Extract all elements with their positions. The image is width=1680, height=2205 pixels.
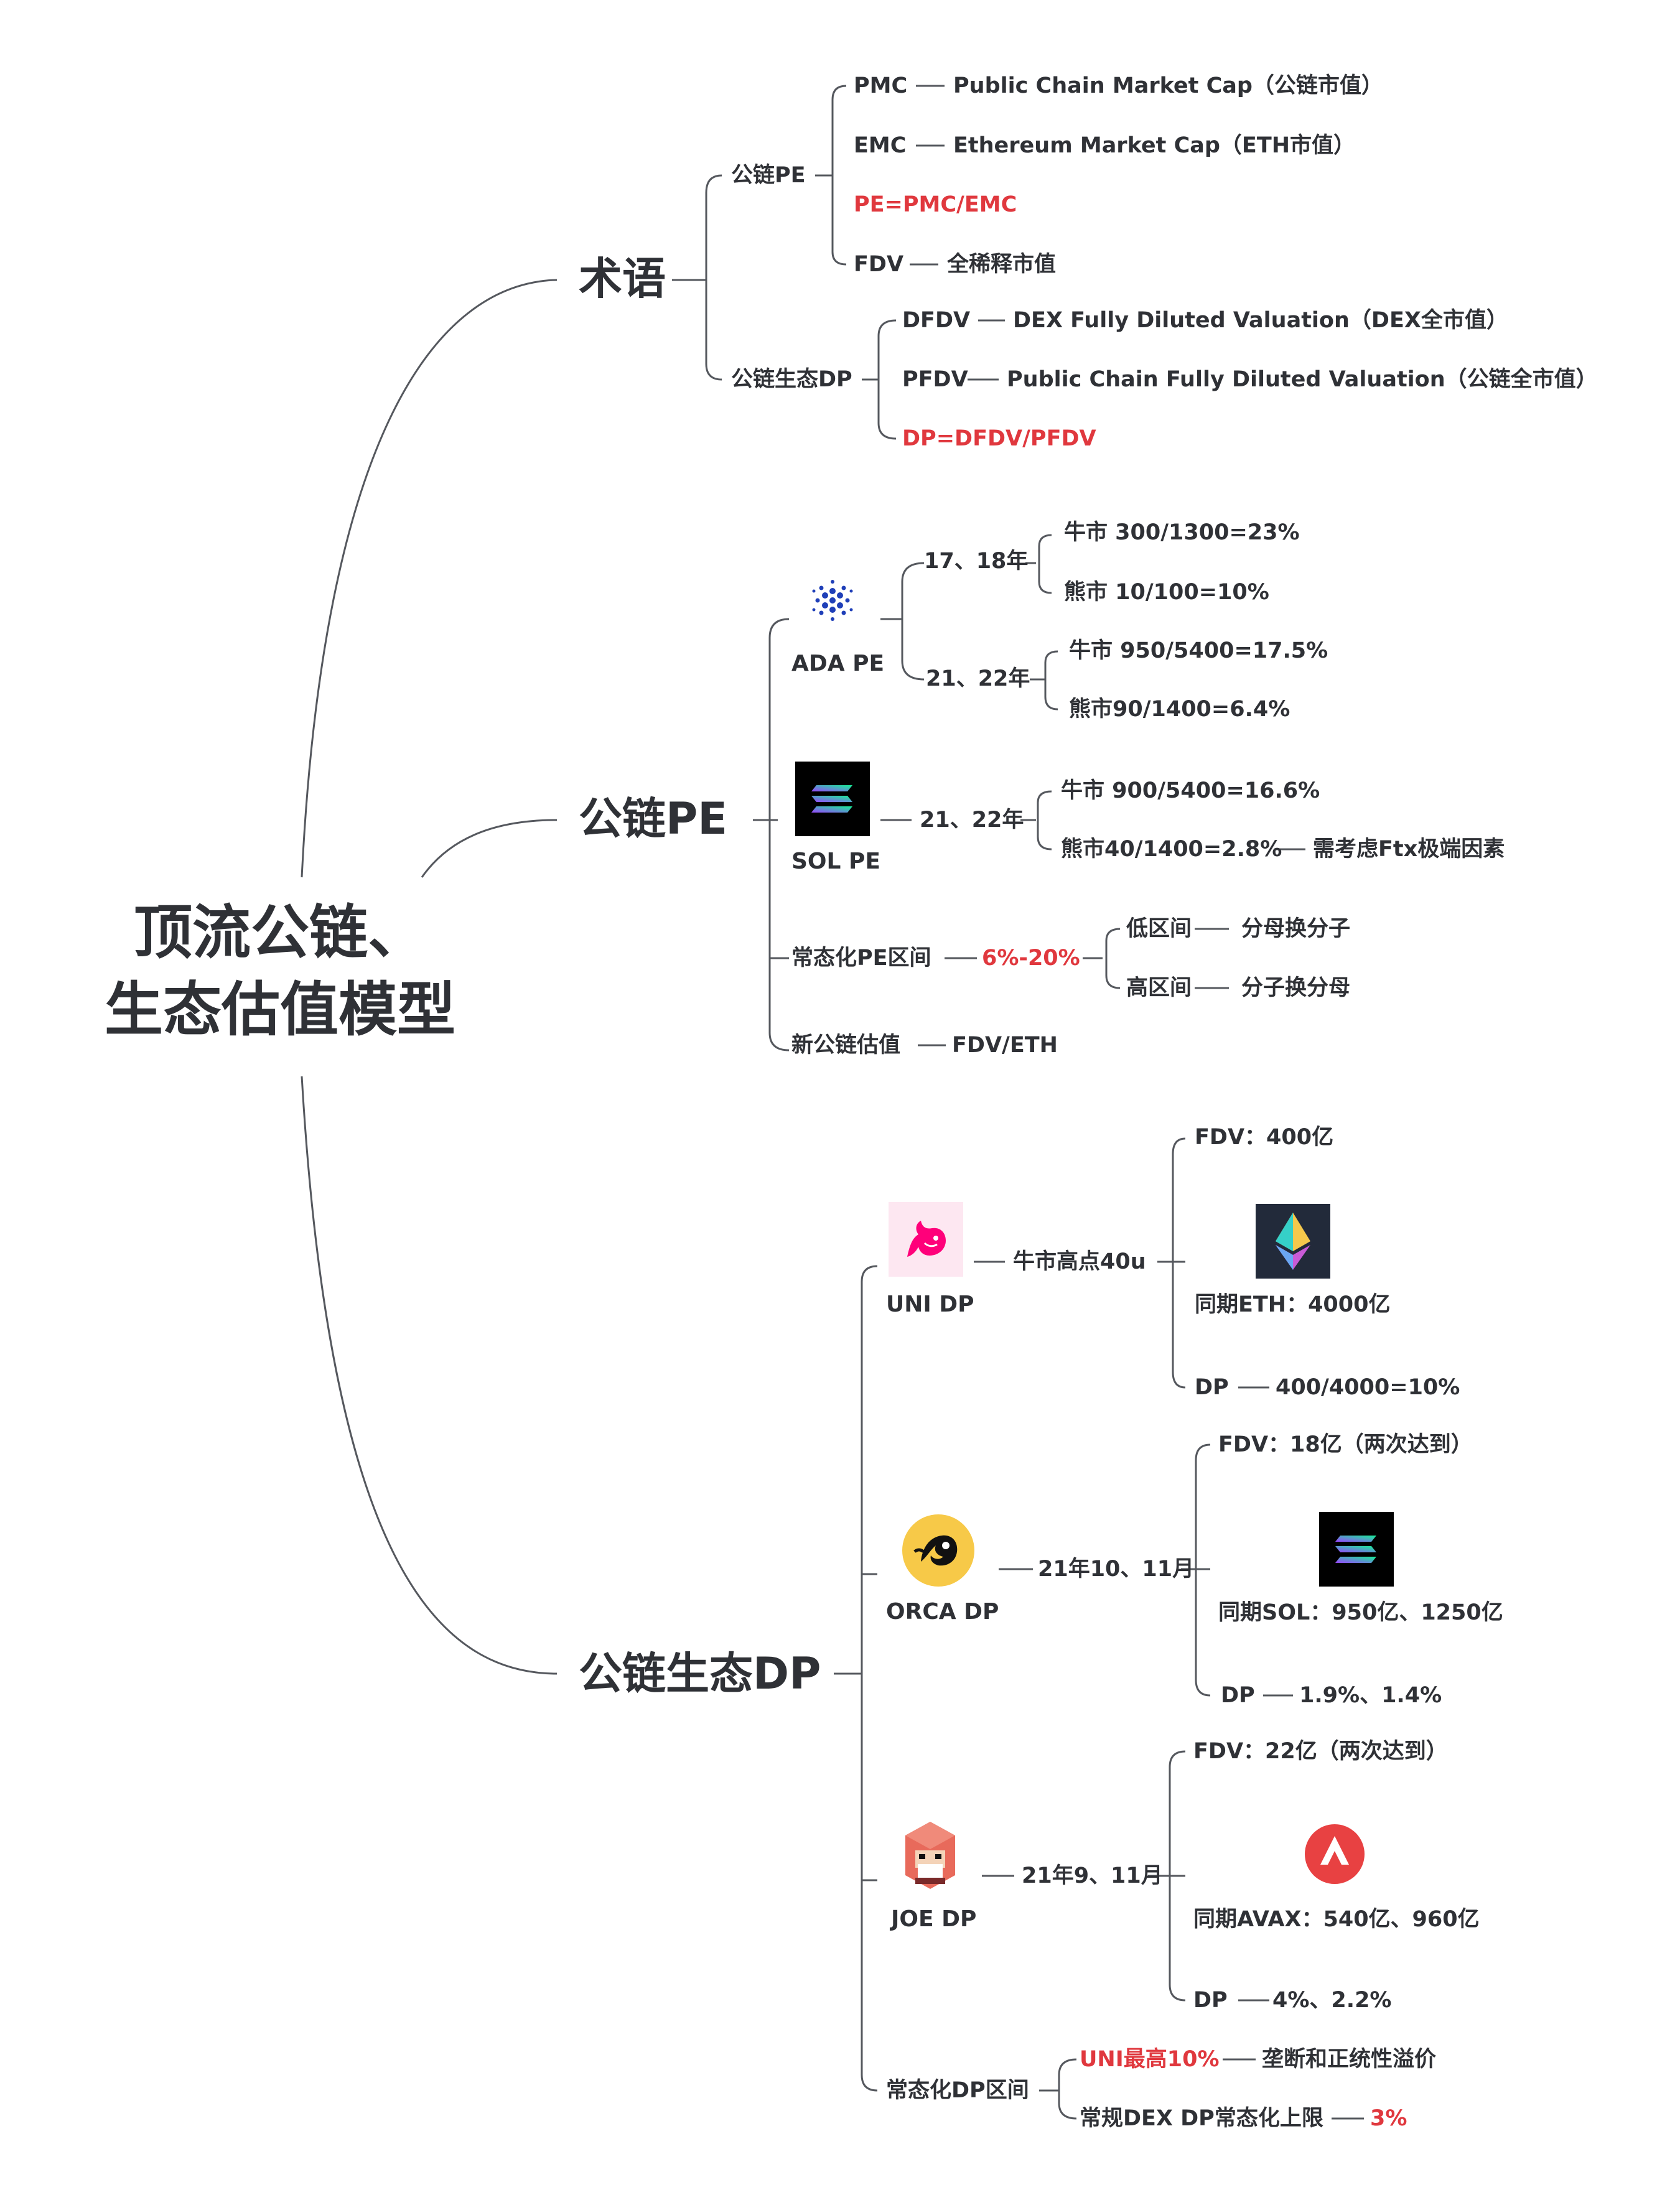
root-title-line1: 顶流公链、 bbox=[133, 899, 426, 967]
dex-cap-val: 3% bbox=[1370, 2106, 1407, 2131]
low-range-desc: 分母换分子 bbox=[1241, 916, 1351, 941]
orca-dp-label: ORCA DP bbox=[886, 1599, 999, 1625]
emc-desc: Ethereum Market Cap（ETH市值） bbox=[953, 133, 1355, 158]
joe-dp-label: JOE DP bbox=[891, 1906, 977, 1932]
orca-dp-key: DP bbox=[1221, 1683, 1255, 1708]
fdv-desc: 全稀释市值 bbox=[947, 252, 1057, 277]
fdv-key: FDV bbox=[854, 252, 904, 277]
sol-bull: 牛市 900/5400=16.6% bbox=[1061, 778, 1320, 803]
dfdv-desc: DEX Fully Diluted Valuation（DEX全市值） bbox=[1013, 308, 1508, 333]
cardano-icon bbox=[795, 563, 870, 638]
joe-dp-val: 4%、2.2% bbox=[1272, 1988, 1392, 2013]
joe-icon bbox=[893, 1818, 968, 1893]
emc-key: EMC bbox=[854, 133, 907, 158]
high-range-desc: 分子换分母 bbox=[1241, 976, 1351, 1000]
section-dp-title: 公链生态DP bbox=[579, 1648, 821, 1699]
uni-fdv: FDV：400亿 bbox=[1195, 1125, 1334, 1150]
pmc-key: PMC bbox=[854, 73, 908, 98]
dex-cap-label: 常规DEX DP常态化上限 bbox=[1080, 2106, 1323, 2131]
joe-dp-key: DP bbox=[1193, 1988, 1228, 2013]
orca-fdv: FDV：18亿（两次达到） bbox=[1218, 1432, 1473, 1457]
high-range-label: 高区间 bbox=[1126, 976, 1192, 1000]
uni-time: 牛市高点40u bbox=[1013, 1249, 1146, 1274]
uni-eth: 同期ETH：4000亿 bbox=[1195, 1292, 1391, 1317]
root-title: 顶流公链、 生态估值模型 bbox=[93, 895, 467, 1049]
pmc-desc: Public Chain Market Cap（公链市值） bbox=[953, 73, 1383, 98]
uni-max-desc: 垄断和正统性溢价 bbox=[1262, 2047, 1437, 2072]
uni-dp-label: UNI DP bbox=[886, 1292, 974, 1317]
ada-period-1: 17、18年 bbox=[924, 549, 1029, 574]
ada-p1-bull: 牛市 300/1300=23% bbox=[1064, 520, 1300, 545]
sol-period: 21、22年 bbox=[920, 808, 1024, 832]
dfdv-key: DFDV bbox=[902, 308, 971, 333]
ada-period-2: 21、22年 bbox=[926, 666, 1030, 691]
ada-p2-bear: 熊市90/1400=6.4% bbox=[1069, 697, 1290, 722]
solana-icon-2 bbox=[1319, 1512, 1394, 1587]
new-chain-label: 新公链估值 bbox=[791, 1033, 901, 1058]
ada-p2-bull: 牛市 950/5400=17.5% bbox=[1069, 638, 1328, 663]
ethereum-icon bbox=[1256, 1204, 1330, 1279]
uniswap-icon bbox=[889, 1202, 963, 1277]
sol-note: 需考虑Ftx极端因素 bbox=[1313, 837, 1505, 862]
dp-group-label: 公链生态DP bbox=[731, 367, 852, 392]
pfdv-desc: Public Chain Fully Diluted Valuation（公链全… bbox=[1007, 367, 1598, 392]
orca-time: 21年10、11月 bbox=[1038, 1557, 1195, 1582]
joe-time: 21年9、11月 bbox=[1022, 1863, 1163, 1888]
pe-group-label: 公链PE bbox=[731, 163, 806, 188]
section-terms-title: 术语 bbox=[579, 253, 666, 304]
pe-formula: PE=PMC/EMC bbox=[854, 192, 1017, 217]
avalanche-icon bbox=[1300, 1820, 1369, 1888]
uni-dp-key: DP bbox=[1195, 1375, 1229, 1400]
solana-icon bbox=[795, 762, 870, 836]
orca-sol: 同期SOL：950亿、1250亿 bbox=[1218, 1600, 1503, 1625]
sol-bear: 熊市40/1400=2.8% bbox=[1061, 837, 1282, 862]
joe-avax: 同期AVAX：540亿、960亿 bbox=[1193, 1907, 1480, 1932]
joe-fdv: FDV：22亿（两次达到） bbox=[1193, 1739, 1448, 1764]
orca-icon bbox=[901, 1513, 976, 1588]
uni-max: UNI最高10% bbox=[1080, 2047, 1220, 2072]
dp-formula: DP=DFDV/PFDV bbox=[902, 426, 1096, 451]
section-pe-title: 公链PE bbox=[579, 793, 728, 844]
new-chain-desc: FDV/ETH bbox=[952, 1033, 1058, 1058]
orca-dp-val: 1.9%、1.4% bbox=[1299, 1683, 1442, 1708]
normal-pe-range: 6%-20% bbox=[982, 946, 1080, 971]
pfdv-key: PFDV bbox=[902, 367, 968, 392]
sol-pe-label: SOL PE bbox=[791, 849, 880, 874]
normal-dp-label: 常态化DP区间 bbox=[886, 2078, 1029, 2103]
root-title-line2: 生态估值模型 bbox=[104, 976, 455, 1044]
normal-pe-label: 常态化PE区间 bbox=[791, 946, 931, 971]
uni-dp-val: 400/4000=10% bbox=[1276, 1375, 1460, 1400]
ada-pe-label: ADA PE bbox=[791, 651, 885, 676]
ada-p1-bear: 熊市 10/100=10% bbox=[1064, 580, 1269, 605]
low-range-label: 低区间 bbox=[1126, 916, 1192, 941]
